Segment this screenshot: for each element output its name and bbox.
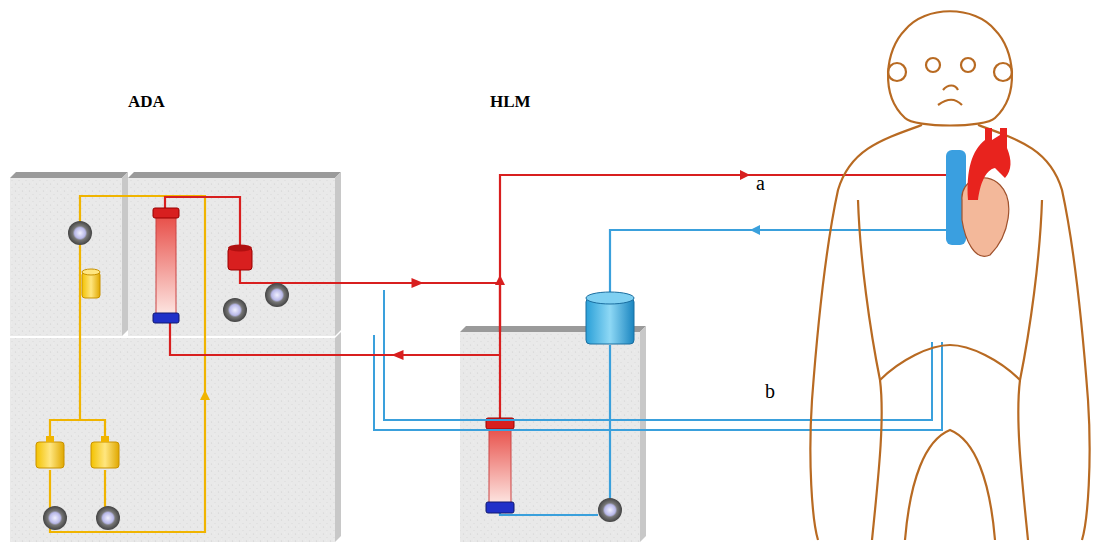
pumps	[43, 221, 622, 530]
monkey-outline	[810, 11, 1089, 540]
equipment-panel: HLM	[460, 332, 640, 542]
arterial-line	[460, 175, 960, 418]
arrow-mark	[740, 170, 750, 180]
blood-line	[335, 278, 500, 332]
panel-heading: ADA	[128, 92, 165, 112]
equipment-panel: ADA	[10, 178, 335, 542]
yellow-components	[36, 269, 119, 468]
heart	[946, 128, 1011, 256]
ada-slabs	[10, 172, 341, 542]
double-line	[374, 290, 942, 430]
red-tubing	[165, 197, 335, 355]
hlm-slab	[460, 326, 646, 542]
blood-line	[335, 350, 460, 360]
line-label: a	[756, 172, 765, 195]
arrow-head	[412, 278, 424, 288]
arrow-mark	[750, 225, 760, 235]
yellow-tubing	[50, 196, 205, 532]
ada-column	[153, 208, 252, 323]
arrow-head	[392, 350, 404, 360]
panel-heading: HLM	[490, 92, 531, 112]
line-label: b	[765, 380, 775, 403]
hlm-components	[486, 292, 634, 513]
venous-line	[500, 230, 950, 515]
arrow-mark	[200, 390, 210, 400]
